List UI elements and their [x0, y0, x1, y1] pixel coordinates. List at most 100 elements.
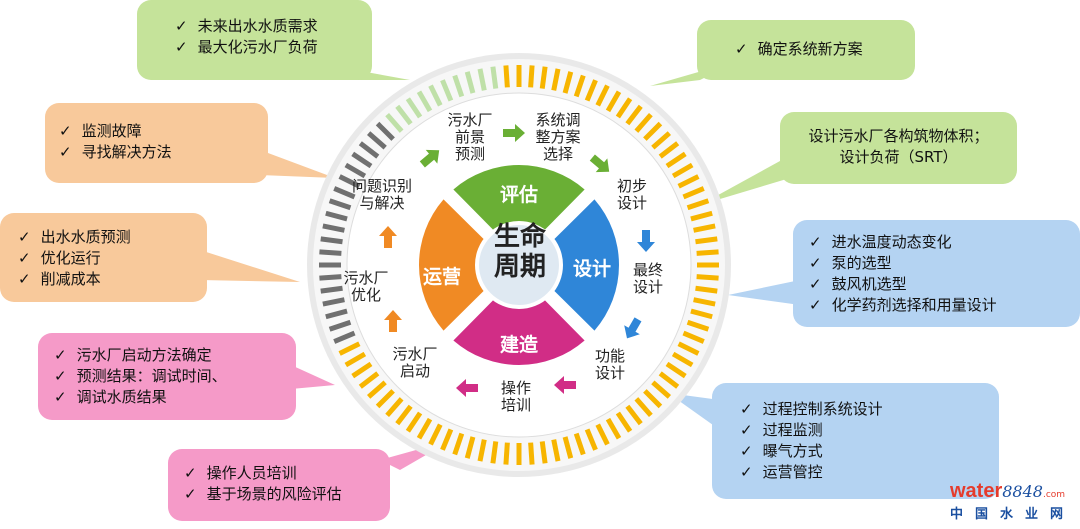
ring-tick: [375, 121, 395, 141]
callout-right-blue: 进水温度动态变化 泵的选型 鼓风机选型 化学药剂选择和用量设计: [793, 220, 1080, 327]
callout-pointer: [200, 250, 300, 282]
ring-tick: [625, 104, 643, 126]
step-label: 污水厂优化: [343, 269, 389, 304]
ring-tick: [658, 371, 680, 389]
ring-tick: [395, 404, 413, 426]
ring-tick: [325, 308, 348, 320]
ring-tick: [358, 141, 380, 159]
ring-tick: [573, 74, 586, 98]
callout-item: 曝气方式: [740, 441, 981, 462]
arrow-icon: [637, 230, 655, 252]
step-label: 污水厂前景预测: [447, 111, 493, 163]
callout-item: 削减成本: [18, 269, 189, 290]
ring-tick: [344, 351, 367, 368]
ring-tick: [320, 236, 343, 245]
arrow-icon: [624, 317, 642, 339]
callout-right-green: 设计污水厂各构筑物体积； 设计负荷（SRT）: [780, 112, 1017, 184]
ring-tick: [405, 97, 423, 119]
ring-tick: [477, 68, 487, 91]
ring-tick: [686, 198, 710, 211]
ring-tick: [464, 436, 476, 459]
ring-tick: [651, 380, 672, 399]
ring-tick: [677, 341, 700, 356]
ring-tick: [665, 151, 687, 169]
ring-tick: [690, 308, 713, 320]
ring-tick: [686, 319, 710, 332]
phase-segment-assess: [453, 164, 585, 234]
callout-pointer: [700, 150, 800, 205]
arrow-icon: [384, 310, 402, 332]
callout-item: 基于场景的风险评估: [184, 484, 372, 505]
callout-item: 优化运行: [18, 248, 189, 269]
callout-item: 最大化污水厂负荷: [175, 37, 354, 58]
arrow-icon: [503, 124, 525, 142]
ring-tick: [696, 274, 719, 281]
logo: water8848.com 中国水业网: [950, 480, 1080, 522]
logo-cn: 中国水业网: [950, 507, 1076, 522]
ring-tick: [528, 442, 535, 465]
ring-tick: [358, 371, 380, 389]
callout-bottom-pink: 操作人员培训 基于场景的风险评估: [168, 449, 390, 521]
ring-tick: [595, 423, 610, 446]
ring-tick: [695, 236, 718, 245]
ring-tick: [333, 330, 356, 344]
callout-item: 寻找解决方法: [59, 142, 250, 163]
ring-tick: [539, 441, 548, 464]
callout-item: 鼓风机选型: [809, 274, 1062, 295]
ring-tick: [562, 71, 574, 94]
ring-tick: [464, 71, 476, 94]
ring-tick: [385, 112, 404, 133]
callout-item: 泵的选型: [809, 253, 1062, 274]
ring-tick: [375, 389, 395, 409]
ring-tick: [643, 389, 663, 409]
arrow-icon: [589, 154, 610, 173]
ring-tick: [333, 186, 356, 200]
ring-tick: [605, 90, 622, 113]
callout-item: 进水温度动态变化: [809, 232, 1062, 253]
step-label: 功能设计: [594, 347, 625, 382]
callout-item: 监测故障: [59, 121, 250, 142]
ring-tick: [440, 428, 454, 451]
ring-tick: [671, 351, 694, 368]
arrow-icon: [379, 226, 397, 248]
ring-tick: [528, 65, 535, 88]
ring-ticks: [319, 65, 719, 465]
core-line2: 周期: [493, 252, 546, 282]
callout-bottom-right-blue: 过程控制系统设计 过程监测 曝气方式 运营管控: [712, 383, 999, 499]
ring-tick: [695, 285, 718, 294]
phase-build: 建造: [499, 334, 538, 356]
callout-item: 过程控制系统设计: [740, 399, 981, 420]
ring-tick: [344, 162, 367, 179]
ring-tick: [503, 442, 510, 465]
ring-tick: [440, 79, 454, 102]
ring-tick: [595, 84, 610, 107]
callout-pointer: [260, 150, 335, 178]
arrow-icon: [554, 376, 576, 394]
callout-item: 调试水质结果: [54, 387, 278, 408]
callout-top-left-orange: 监测故障 寻找解决方法: [45, 103, 268, 183]
arrow-icon: [419, 149, 440, 168]
ring-tick: [665, 361, 687, 379]
ring-tick: [338, 174, 361, 189]
ring-tick: [551, 68, 561, 91]
ring-tick: [503, 65, 510, 88]
ring-tick: [690, 210, 713, 222]
ring-tick: [322, 223, 345, 233]
ring-tick: [385, 397, 404, 418]
callout-item: 污水厂启动方法确定: [54, 345, 278, 366]
callout-item: 过程监测: [740, 420, 981, 441]
ring-tick: [658, 141, 680, 159]
step-label: 操作培训: [500, 379, 531, 414]
ring-tick: [625, 404, 643, 426]
logo-num: 8848: [1002, 482, 1043, 501]
ring-tick: [682, 186, 705, 200]
step-label: 问题识别与解决: [351, 177, 412, 212]
callout-left-pink: 污水厂启动方法确定 预测结果：调试时间、 调试水质结果: [38, 333, 296, 420]
ring-tick: [634, 112, 653, 133]
step-label: 污水厂启动: [392, 345, 438, 380]
step-label: 初步设计: [616, 177, 647, 212]
ring-tick: [351, 361, 373, 379]
ring-tick: [328, 198, 352, 211]
ring-tick: [416, 90, 433, 113]
